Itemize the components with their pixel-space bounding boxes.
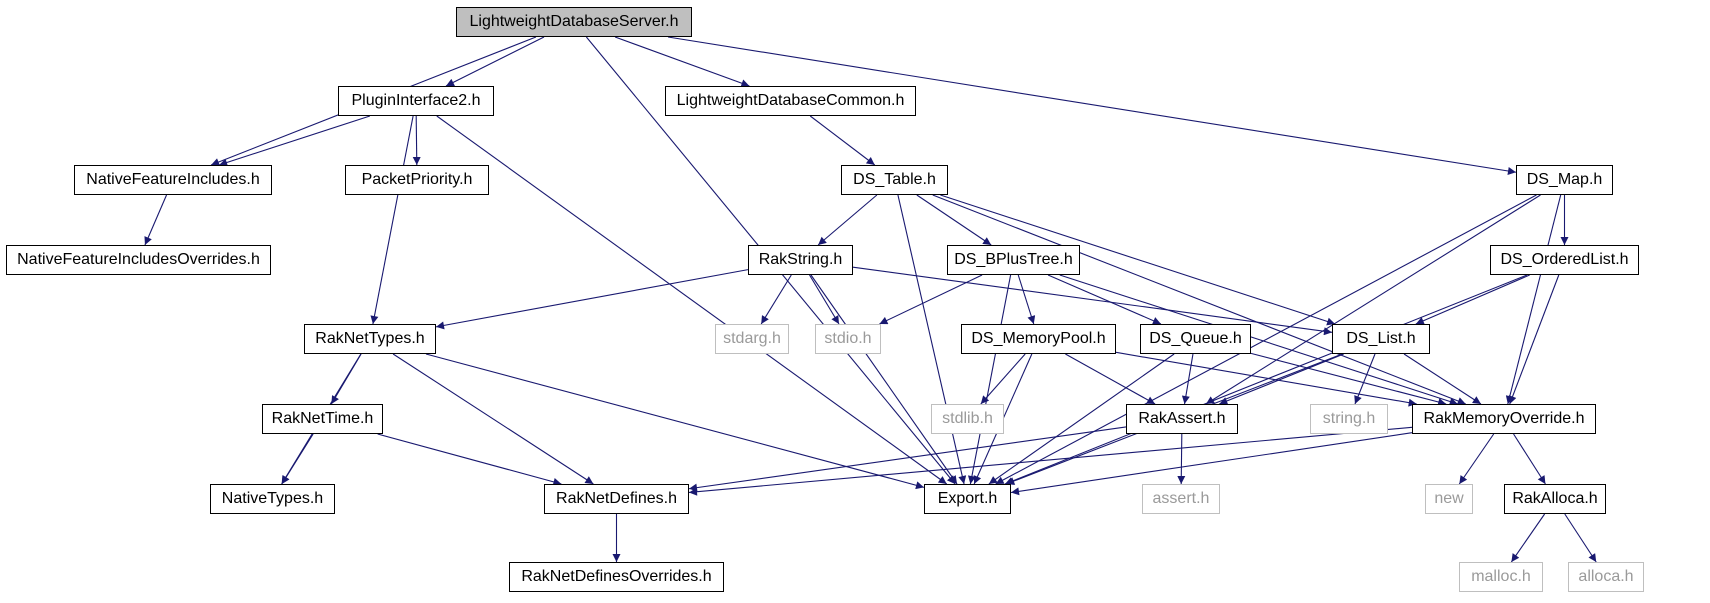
edge-dsl-to-string: [1354, 353, 1376, 405]
node-pp[interactable]: PacketPriority.h: [345, 165, 489, 195]
edge-rtime-to-nt: [281, 433, 314, 485]
node-dsq[interactable]: DS_Queue.h: [1140, 324, 1251, 354]
edge-dsm-to-ra: [1205, 194, 1541, 405]
edge-pi2-to-exp: [436, 115, 948, 485]
edge-bpt-to-dmp: [1017, 274, 1036, 325]
edge-rs-to-exp: [810, 274, 958, 485]
edge-dmp-to-rmo: [1115, 351, 1417, 407]
node-alloca: alloca.h: [1568, 562, 1644, 592]
edge-bpt-to-rmo: [1059, 274, 1458, 406]
node-bpt[interactable]: DS_BPlusTree.h: [947, 245, 1080, 275]
edge-lds-to-pi2: [445, 36, 545, 87]
edge-ra-to-assert: [1177, 433, 1186, 485]
node-stdio: stdio.h: [815, 324, 881, 354]
edge-dsol-to-dsl: [1415, 274, 1530, 325]
edge-dst-to-bpt: [916, 194, 992, 246]
node-rs[interactable]: RakString.h: [748, 245, 853, 275]
edge-rs-to-stdarg: [760, 274, 792, 325]
node-dsl[interactable]: DS_List.h: [1332, 324, 1430, 354]
node-nfi[interactable]: NativeFeatureIncludes.h: [74, 165, 272, 195]
edge-lds-to-ldc: [614, 36, 750, 88]
node-assert: assert.h: [1142, 484, 1220, 514]
edge-dsl-to-rmo: [1403, 353, 1482, 405]
edge-rs-to-rnt: [435, 269, 749, 330]
node-dsm[interactable]: DS_Map.h: [1516, 165, 1613, 195]
edge-bpt-to-stdio: [879, 274, 983, 325]
node-lds: LightweightDatabaseServer.h: [456, 7, 692, 37]
edge-rmo-to-ralloca: [1513, 433, 1546, 485]
edge-dst-to-dsl: [940, 194, 1336, 326]
node-dmp[interactable]: DS_MemoryPool.h: [961, 324, 1116, 354]
node-nfio[interactable]: NativeFeatureIncludesOverrides.h: [6, 245, 271, 275]
edge-dsol-to-exp: [1004, 274, 1528, 485]
edge-dsq-to-ra: [1181, 353, 1194, 405]
node-rmo[interactable]: RakMemoryOverride.h: [1412, 404, 1596, 434]
edge-dsq-to-rmo: [1250, 352, 1447, 406]
edge-ralloca-to-malloc: [1510, 513, 1546, 563]
edge-dst-to-exp: [897, 194, 967, 485]
edge-bpt-to-dsq: [1047, 274, 1162, 325]
edge-pi2-to-pp: [412, 115, 421, 166]
node-new: new: [1425, 484, 1473, 514]
edge-pi2-to-rnt: [370, 115, 414, 325]
edge-dmp-to-stdlib: [980, 353, 1026, 405]
edge-rnt-to-rnd: [392, 353, 594, 485]
node-dsol[interactable]: DS_OrderedList.h: [1490, 245, 1639, 275]
edge-dst-to-rs: [817, 194, 878, 246]
node-malloc: malloc.h: [1459, 562, 1543, 592]
edge-ra-to-rnd: [688, 426, 1127, 492]
node-rnt[interactable]: RakNetTypes.h: [304, 324, 436, 354]
edge-lds-to-dsm: [667, 36, 1517, 175]
edge-dsm-to-rmo: [1505, 194, 1562, 405]
node-rndo[interactable]: RakNetDefinesOverrides.h: [509, 562, 724, 592]
edge-rmo-to-exp: [1010, 432, 1413, 496]
edge-dmp-to-ra: [1065, 353, 1156, 405]
node-exp[interactable]: Export.h: [924, 484, 1011, 514]
node-ra[interactable]: RakAssert.h: [1126, 404, 1238, 434]
node-ralloca[interactable]: RakAlloca.h: [1504, 484, 1606, 514]
edge-ralloca-to-alloca: [1564, 513, 1597, 563]
edge-rs-to-dsl: [852, 266, 1333, 336]
edge-pi2-to-nfi: [218, 115, 371, 167]
node-dst[interactable]: DS_Table.h: [841, 165, 948, 195]
edge-dsm-to-exp: [995, 194, 1537, 485]
edge-dsol-to-rmo: [1508, 274, 1560, 405]
node-pi2[interactable]: PluginInterface2.h: [338, 86, 494, 116]
edge-dsl-to-ra: [1219, 353, 1344, 405]
dependency-edges: [144, 36, 1597, 563]
edge-rmo-to-rnd: [688, 426, 1413, 496]
node-nt[interactable]: NativeTypes.h: [210, 484, 335, 514]
edge-rnt-to-exp: [425, 353, 925, 490]
edge-ldc-to-dst: [809, 115, 876, 166]
node-stdarg: stdarg.h: [715, 324, 789, 354]
node-rnd[interactable]: RakNetDefines.h: [544, 484, 689, 514]
edge-bpt-to-exp: [967, 274, 1012, 485]
edge-rmo-to-new: [1458, 433, 1495, 485]
edge-rs-to-stdio: [809, 274, 840, 325]
node-rtime[interactable]: RakNetTime.h: [262, 404, 383, 434]
node-ldc[interactable]: LightweightDatabaseCommon.h: [665, 86, 916, 116]
node-string: string.h: [1310, 404, 1388, 434]
edge-dst-to-rmo: [932, 194, 1466, 405]
node-stdlib: stdlib.h: [931, 404, 1004, 434]
edge-rtime-to-rnd: [377, 433, 562, 486]
edge-nfi-to-nfio: [144, 194, 168, 246]
